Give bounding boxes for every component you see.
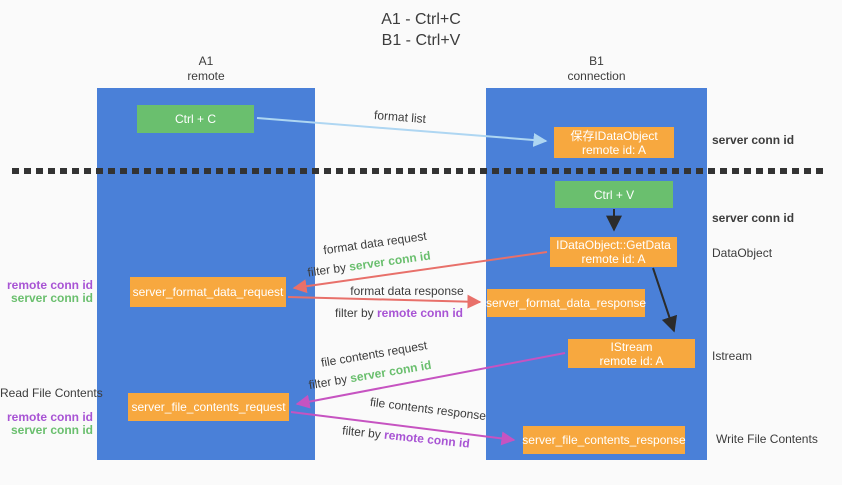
server-format-data-response-node: server_format_data_response [485, 289, 647, 317]
dataobject-label: DataObject [712, 246, 773, 260]
server-conn-id-label: server conn id [10, 423, 93, 437]
left-format-conn-ids: remote conn id server conn id [0, 279, 93, 305]
file-contents-response-filter-label: filter by remote conn id [342, 423, 471, 450]
format-data-response-filter-label: filter by remote conn id [335, 306, 463, 320]
diagram-title: A1 - Ctrl+C B1 - Ctrl+V [0, 9, 842, 51]
ctrl-c-label: Ctrl + C [174, 112, 216, 126]
server-file-contents-request-node: server_file_contents_request [128, 393, 289, 421]
save-idataobject-line1: 保存IDataObject [570, 128, 658, 143]
format-list-label: format list [373, 107, 427, 127]
istream-line2: remote id: A [599, 353, 664, 368]
format-data-response-label: format data response [350, 284, 464, 298]
ctrl-v-label: Ctrl + V [593, 187, 635, 202]
server-conn-id-label: server conn id [10, 291, 93, 305]
remote-conn-id-text: remote conn id [377, 306, 464, 320]
save-idataobject-node: 保存IDataObject remote id: A [554, 127, 674, 158]
column-b1-subtitle: connection [567, 69, 626, 83]
remote-conn-id-label: remote conn id [6, 278, 93, 292]
file-request-label: server_file_contents_request [131, 400, 286, 414]
istream-label: Istream [712, 349, 753, 363]
format-response-label: server_format_data_response [485, 296, 647, 310]
read-file-contents-label: Read File Contents [0, 386, 103, 400]
dotted-separator-line [12, 168, 824, 174]
write-file-contents-label: Write File Contents [716, 432, 818, 446]
istream-line1: IStream [610, 339, 653, 354]
title-line-2: B1 - Ctrl+V [381, 32, 461, 49]
server-conn-id-label: server conn id [712, 133, 795, 147]
getdata-line1: IDataObject::GetData [556, 238, 671, 252]
column-a1-subtitle: remote [187, 69, 225, 83]
server-conn-id-label: server conn id [712, 211, 795, 225]
ctrl-c-node: Ctrl + C [137, 105, 254, 133]
column-header-b1: B1 connection [486, 54, 707, 84]
column-a1-name: A1 [198, 54, 214, 68]
server-conn-id-text: server conn id [348, 248, 432, 274]
filter-by-text: filter by [341, 423, 385, 442]
idataobject-getdata-node: IDataObject::GetData remote id: A [550, 237, 677, 267]
istream-node: IStream remote id: A [568, 339, 695, 368]
left-file-conn-ids: Read File Contents remote conn id server… [0, 386, 103, 437]
title-line-1: A1 - Ctrl+C [381, 11, 461, 28]
server-file-contents-response-node: server_file_contents_response [522, 426, 686, 454]
remote-conn-id-text: remote conn id [383, 427, 471, 451]
column-header-a1: A1 remote [97, 54, 315, 84]
save-idataobject-line2: remote id: A [581, 142, 647, 157]
column-b1-name: B1 [589, 54, 604, 68]
file-contents-response-label: file contents response [369, 394, 487, 424]
getdata-line2: remote id: A [581, 252, 646, 266]
remote-conn-id-label: remote conn id [6, 410, 93, 424]
filter-by-text: filter by [334, 306, 377, 320]
format-request-label: server_format_data_request [132, 285, 284, 299]
ctrl-v-node: Ctrl + V [555, 181, 673, 208]
server-format-data-request-node: server_format_data_request [130, 277, 286, 307]
file-response-label: server_file_contents_response [522, 433, 686, 447]
